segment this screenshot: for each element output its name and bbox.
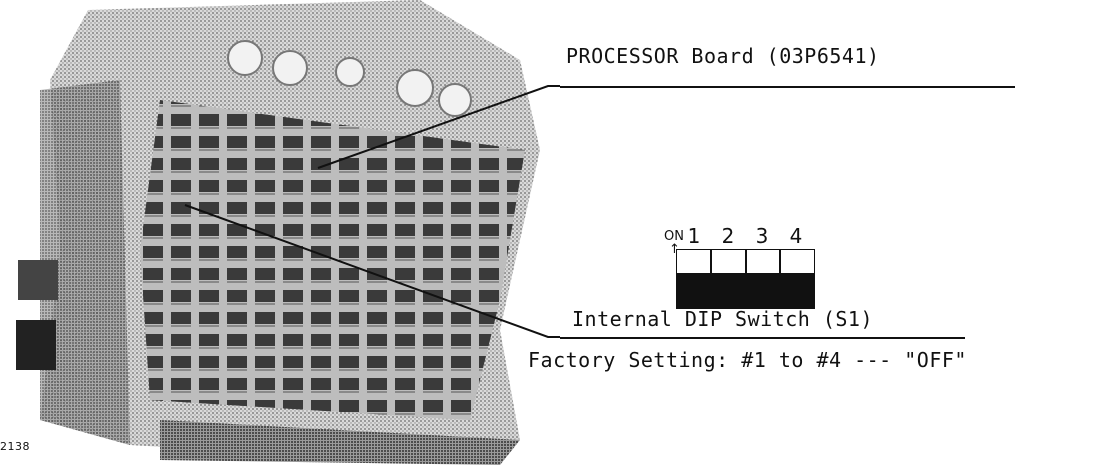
dip-switch-3 (746, 250, 780, 308)
dip-switch-4 (781, 250, 814, 308)
dip-position-number: 1 (687, 224, 701, 248)
figure-number: 2138 (0, 440, 30, 453)
factory-setting-label: Factory Setting: #1 to #4 --- "OFF" (528, 348, 967, 372)
dip-on-label: ON (664, 229, 684, 244)
dip-switch-underline (560, 337, 965, 339)
capacitor-row (227, 40, 472, 117)
chassis-base (160, 420, 520, 465)
dip-position-number: 2 (721, 224, 735, 248)
side-connector (18, 260, 58, 300)
dip-position-number: 4 (789, 224, 803, 248)
dip-position-number: 3 (755, 224, 769, 248)
dip-leader-line (184, 204, 560, 338)
processor-board-label: PROCESSOR Board (03P6541) (566, 44, 880, 68)
side-knob (16, 320, 56, 370)
side-panel (40, 80, 130, 445)
processor-leader-line (317, 85, 560, 169)
dip-switch-block (676, 249, 815, 309)
dip-on-arrow-icon: ↑ (669, 242, 680, 257)
dip-switch-2 (711, 250, 745, 308)
processor-board-underline (560, 86, 1015, 88)
dip-switch-1 (677, 250, 710, 308)
lower-board (150, 250, 490, 420)
dip-switch-label: Internal DIP Switch (S1) (572, 307, 873, 331)
